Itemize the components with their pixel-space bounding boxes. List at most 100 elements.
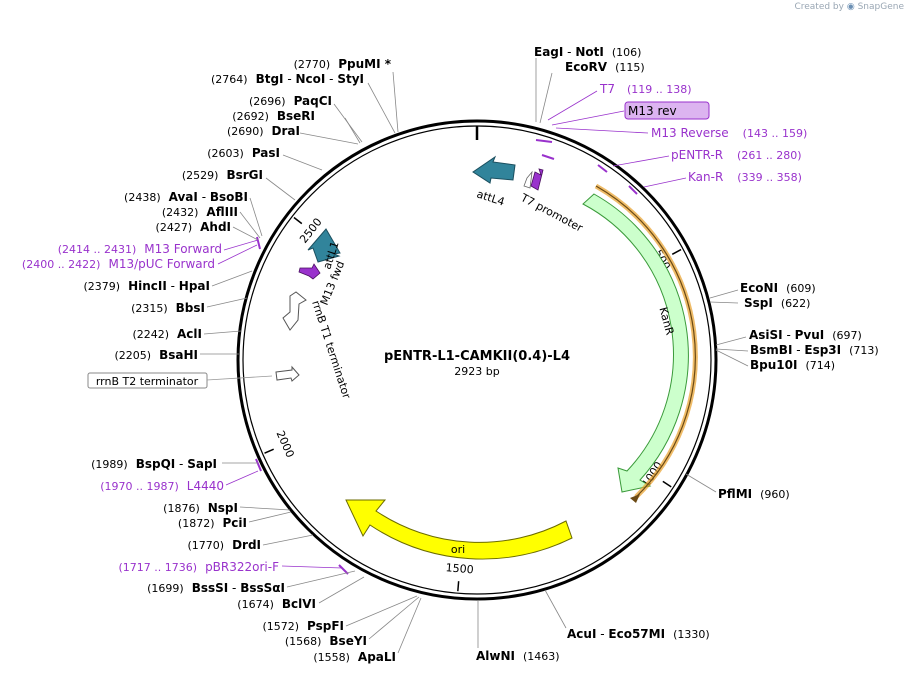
site-eco57mi: Eco57MI	[608, 627, 665, 641]
tick-mark	[662, 480, 672, 488]
svg-text:AsiSI - PvuI(697): AsiSI - PvuI(697)	[749, 328, 862, 342]
site-pasi: PasI	[252, 146, 280, 160]
plasmid-name: pENTR-L1-CAMKII(0.4)-L4	[384, 349, 570, 364]
svg-text:EagI - NotI(106): EagI - NotI(106)	[534, 45, 641, 59]
feature-small-white	[523, 170, 533, 189]
site-sapi: SapI	[187, 457, 217, 471]
primer-mark-m13fwd	[256, 236, 261, 250]
feature-m13fwd	[298, 263, 321, 280]
primer-m13reverse: M13 Reverse	[651, 126, 729, 140]
site-ncoi: NcoI	[295, 72, 325, 86]
svg-text:(1770)DrdI: (1770)DrdI	[187, 538, 261, 552]
site-bsrgi-pos: (2529)	[182, 169, 219, 182]
site-bsobi: BsoBI	[210, 190, 248, 204]
site-bsmbi: BsmBI	[750, 343, 792, 357]
site-alwni: AlwNI	[476, 649, 515, 663]
site-acui-pos: (1330)	[673, 628, 710, 641]
ticks: 5001000150020002500	[264, 216, 682, 592]
svg-text:(2242)AclI: (2242)AclI	[132, 327, 202, 341]
tick-label: 2000	[274, 429, 297, 460]
site-bspqi-pos: (1989)	[91, 458, 128, 471]
site-afliii: AflIII	[206, 205, 238, 219]
site-hincii-pos: (2379)	[84, 280, 121, 293]
site-bsssi: BssSI	[192, 581, 229, 595]
svg-text:M13 Reverse(143 .. 159): M13 Reverse (143 .. 159)	[651, 126, 807, 140]
snapgene-credit: Created by ◉ SnapGene	[794, 2, 904, 12]
site-bseri-pos: (2692)	[232, 110, 269, 123]
site-avai-pos: (2438)	[124, 191, 161, 204]
tick-mark	[264, 448, 274, 454]
svg-text:(1699)BssSI - BssSαI: (1699)BssSI - BssSαI	[147, 581, 285, 595]
primer-pentr-pos: (261 .. 280)	[737, 149, 802, 162]
site-apali: ApaLI	[358, 650, 396, 664]
site-ecorv-pos: (115)	[615, 61, 645, 74]
svg-text:AlwNI(1463): AlwNI(1463)	[476, 649, 560, 663]
site-esp3i: Esp3I	[804, 343, 841, 357]
site-asisi-pos: (697)	[832, 329, 862, 342]
site-paqci-pos: (2696)	[249, 95, 286, 108]
site-bsahi-pos: (2205)	[115, 349, 152, 362]
svg-text:EcoNI(609): EcoNI(609)	[740, 281, 816, 295]
site-nspi: NspI	[208, 501, 238, 515]
site-bsahi: BsaHI	[159, 348, 198, 362]
primer-m13rev: M13 rev	[628, 104, 677, 118]
svg-text:(2764)BtgI - NcoI - StyI: (2764)BtgI - NcoI - StyI	[211, 72, 364, 86]
svg-text:Kan-R(339 .. 358): Kan-R(339 .. 358)	[688, 170, 802, 184]
site-drai: DraI	[272, 124, 300, 138]
tick-mark	[293, 216, 303, 225]
site-pspfi: PspFI	[307, 619, 344, 633]
svg-text:(2692)BseRI: (2692) BseRI	[232, 109, 315, 123]
site-asisi: AsiSI	[749, 328, 783, 342]
svg-text:(2438)AvaI - BsoBI: (2438)AvaI - BsoBI	[124, 190, 248, 204]
label-rrnb-t1: rrnB T1 terminator	[309, 299, 353, 401]
credit-brand: SnapGene	[857, 2, 904, 12]
site-eagi-pos: (106)	[612, 46, 642, 59]
site-econi: EcoNI	[740, 281, 778, 295]
feature-kanr	[582, 193, 689, 493]
primers-left: (2414 .. 2431)M13 Forward (2400 .. 2422)…	[22, 239, 343, 574]
primer-pentr: pENTR-R	[671, 148, 723, 162]
primer-pbr322: pBR322ori-F	[205, 560, 279, 574]
primer-m13puc: M13/pUC Forward	[108, 257, 215, 271]
rrnb-t2-box	[87, 372, 208, 389]
site-bseri: BseRI	[277, 109, 315, 123]
site-pspfi-pos: (1572)	[262, 620, 299, 633]
svg-text:(1558)ApaLI: (1558) ApaLI	[313, 650, 396, 664]
svg-text:BsmBI - Esp3I(713): BsmBI - Esp3I(713)	[750, 343, 879, 357]
primers-right: T7(119 .. 138) M13 rev M13 Reverse(143 .…	[547, 82, 807, 188]
svg-text:(1876)NspI: (1876) NspI	[163, 501, 238, 515]
site-nspi-pos: (1876)	[163, 502, 200, 515]
svg-text:(1568)BseYI: (1568)BseYI	[285, 634, 367, 648]
site-acli: AclI	[177, 327, 202, 341]
svg-text:(2400 .. 2422)M13/pUC Forward: (2400 .. 2422)M13/pUC Forward	[22, 257, 215, 271]
site-afliii-pos: (2432)	[162, 206, 199, 219]
primer-mark-l4440	[255, 458, 262, 472]
svg-text:(2690)DraI: (2690)DraI	[227, 124, 300, 138]
site-styi: StyI	[337, 72, 364, 86]
site-pvui: PvuI	[795, 328, 825, 342]
credit-prefix: Created by	[794, 2, 844, 12]
label-rrnb-t2: rrnB T2 terminator	[96, 375, 199, 388]
primer-mark-t7	[535, 139, 553, 143]
svg-text:PflMI(960): PflMI(960)	[718, 487, 790, 501]
site-ahdi: AhdI	[200, 220, 231, 234]
feature-ori	[345, 499, 573, 560]
primer-m13forward: M13 Forward	[144, 242, 222, 256]
site-hincii: HincII	[128, 279, 167, 293]
site-pcii-pos: (1872)	[178, 517, 215, 530]
site-pcii: PciI	[223, 516, 248, 530]
site-drdi: DrdI	[232, 538, 261, 552]
site-pasi-pos: (2603)	[207, 147, 244, 160]
site-bspqi: BspQI	[136, 457, 176, 471]
site-bpu10i: Bpu10I	[750, 358, 797, 372]
primer-m13reverse-pos: (143 .. 159)	[743, 127, 808, 140]
svg-text:EcoRV(115): EcoRV(115)	[565, 60, 645, 74]
svg-text:(2603)PasI: (2603) PasI	[207, 146, 280, 160]
site-eagi: EagI	[534, 45, 563, 59]
site-bclvi: BclVI	[282, 597, 316, 611]
svg-text:(1989)BspQI - SapI: (1989)BspQI - SapI	[91, 457, 217, 471]
site-btgi-pos: (2764)	[211, 73, 248, 86]
site-apali-pos: (1558)	[313, 651, 350, 664]
backbone	[236, 119, 718, 601]
snapgene-logo-icon: ◉	[846, 2, 855, 12]
